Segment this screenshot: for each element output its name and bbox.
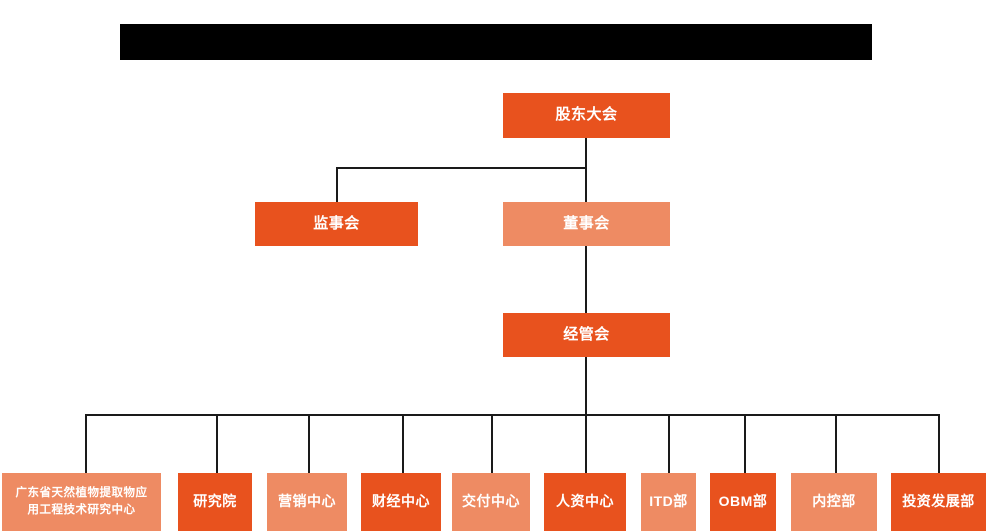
connector-level4-bus — [85, 414, 939, 416]
org-node-research-institute[interactable]: 研究院 — [178, 473, 252, 531]
connector-drop-itd-dept — [668, 414, 670, 473]
connector-drop-internal-control — [835, 414, 837, 473]
org-node-label: 研究院 — [193, 493, 237, 510]
org-node-label: OBM部 — [718, 493, 768, 510]
connector-drop-delivery-center — [491, 414, 493, 473]
org-node-label: 广东省天然植物提取物应用工程技术研究中心 — [15, 487, 148, 516]
connector-drop-finance-center — [402, 414, 404, 473]
org-node-supervisors[interactable]: 监事会 — [255, 202, 418, 246]
org-node-management-committee[interactable]: 经管会 — [503, 313, 670, 357]
connector-supervisors-drop — [336, 167, 338, 202]
org-node-label: 人资中心 — [556, 493, 614, 510]
org-node-label: ITD部 — [649, 493, 688, 510]
org-node-label: 投资发展部 — [902, 493, 975, 510]
org-node-label: 监事会 — [313, 214, 360, 232]
connector-drop-marketing-center — [308, 414, 310, 473]
org-node-finance-center[interactable]: 财经中心 — [361, 473, 441, 531]
org-node-label: 董事会 — [563, 214, 610, 232]
org-node-label: 财经中心 — [372, 493, 430, 510]
org-node-research-center-gd[interactable]: 广东省天然植物提取物应用工程技术研究中心 — [2, 473, 161, 531]
connector-board-drop — [585, 167, 587, 202]
connector-management-drop — [585, 357, 587, 414]
connector-drop-research-institute — [216, 414, 218, 473]
org-node-label: 交付中心 — [462, 493, 520, 510]
org-node-delivery-center[interactable]: 交付中心 — [452, 473, 530, 531]
connector-level2-bus — [336, 167, 587, 169]
connector-drop-obm-dept — [744, 414, 746, 473]
org-node-label: 内控部 — [812, 493, 856, 510]
org-node-label: 经管会 — [563, 325, 610, 343]
org-node-investment-dev-dept[interactable]: 投资发展部 — [891, 473, 986, 531]
org-node-obm-dept[interactable]: OBM部 — [710, 473, 776, 531]
org-node-shareholders[interactable]: 股东大会 — [503, 93, 670, 138]
org-node-board[interactable]: 董事会 — [503, 202, 670, 246]
org-node-hr-center[interactable]: 人资中心 — [544, 473, 626, 531]
org-node-itd-dept[interactable]: ITD部 — [641, 473, 696, 531]
connector-drop-research-center-gd — [85, 414, 87, 473]
org-node-internal-control-dept[interactable]: 内控部 — [791, 473, 877, 531]
redacted-title-bar — [120, 24, 872, 60]
connector-drop-investment-dev — [938, 414, 940, 473]
connector-board-to-management — [585, 246, 587, 313]
org-node-label: 股东大会 — [555, 106, 618, 124]
org-node-label: 营销中心 — [278, 493, 336, 510]
connector-drop-hr-center — [585, 414, 587, 473]
org-node-marketing-center[interactable]: 营销中心 — [267, 473, 347, 531]
connector-shareholders-drop — [585, 138, 587, 169]
